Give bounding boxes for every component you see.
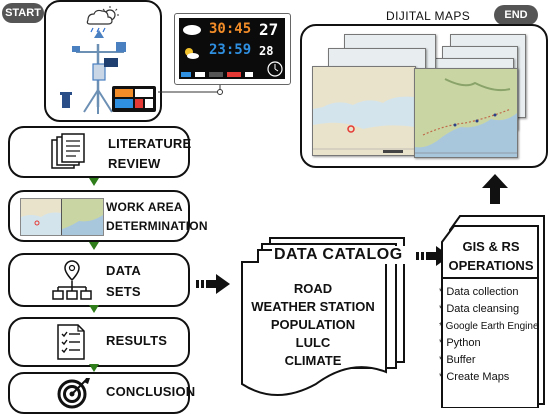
display-connector [158, 82, 223, 95]
operations-item: * Data cleansing [439, 303, 520, 315]
operations-title-line: GIS & RS [462, 239, 520, 254]
down-arrow [89, 364, 99, 372]
catalog-item: WEATHER STATION [251, 299, 375, 314]
end-badge: END [494, 5, 538, 25]
step-label: SETS [106, 284, 141, 299]
display-big-value: 27 [259, 20, 279, 39]
catalog-item: LULC [295, 335, 331, 350]
catalog-item: ROAD [293, 281, 333, 296]
weather-station-panel [44, 0, 162, 122]
maps-title: DIJITAL MAPS [386, 9, 471, 23]
step-label: DETERMINATION [106, 219, 208, 233]
catalog-item: POPULATION [270, 317, 356, 332]
operations-document [441, 215, 545, 408]
step-data-sets: DATA SETS [8, 253, 190, 307]
target-icon [57, 378, 90, 409]
detail-map-graphic [415, 69, 517, 154]
up-arrow [482, 174, 508, 204]
operations-item: * Python [439, 337, 481, 349]
catalog-title: DATA CATALOG [272, 246, 405, 264]
operations-list: * Data collection * Data cleansing * Goo… [439, 284, 539, 386]
map-sheet-overview [312, 66, 416, 156]
right-arrow [196, 274, 230, 294]
operations-item: * Google Earth Engine [439, 321, 539, 332]
down-arrow [89, 242, 99, 250]
step-label: LITERATURE [108, 136, 192, 151]
step-literature-review: LITERATURE REVIEW [8, 126, 192, 178]
start-badge: START [2, 3, 44, 23]
display-graphics [181, 25, 283, 77]
step-label: DATA [106, 263, 141, 278]
step-results: RESULTS [8, 317, 190, 367]
map-sheet-detail [414, 68, 518, 158]
overview-map-graphic [313, 67, 415, 155]
cloud-sun-icon [86, 6, 119, 33]
documents-icon [51, 133, 85, 169]
display-time: 23:59 [209, 42, 252, 58]
operations-title-line: OPERATIONS [448, 258, 534, 273]
operations-item: * Data collection [439, 286, 519, 298]
step-work-area: WORK AREA DETERMINATION [8, 190, 208, 242]
step-label: REVIEW [108, 156, 161, 171]
location-hierarchy-icon [52, 260, 92, 300]
operations-item: * Buffer [439, 354, 476, 366]
operations-title: GIS & RS OPERATIONS [444, 239, 538, 274]
catalog-list: ROAD WEATHER STATION POPULATION LULC CLI… [244, 280, 382, 370]
catalog-item: CLIMATE [284, 353, 342, 368]
step-conclusion: CONCLUSION [8, 372, 195, 414]
down-arrow [89, 305, 99, 313]
checklist-icon [57, 324, 85, 360]
display-small-value: 28 [259, 44, 274, 58]
step-label: CONCLUSION [106, 384, 196, 399]
operations-item: * Create Maps [439, 371, 510, 383]
work-area-map-thumbnail [20, 198, 104, 236]
display-temperature: 30:45 [209, 21, 252, 37]
step-label: WORK AREA [106, 200, 183, 214]
down-arrow [89, 178, 99, 186]
step-label: RESULTS [106, 333, 168, 348]
data-catalog-document [241, 237, 405, 396]
weather-station-icon [60, 6, 156, 114]
digital-maps-panel [300, 24, 548, 168]
weather-display: 30:45 27 23:59 28 [174, 13, 291, 85]
